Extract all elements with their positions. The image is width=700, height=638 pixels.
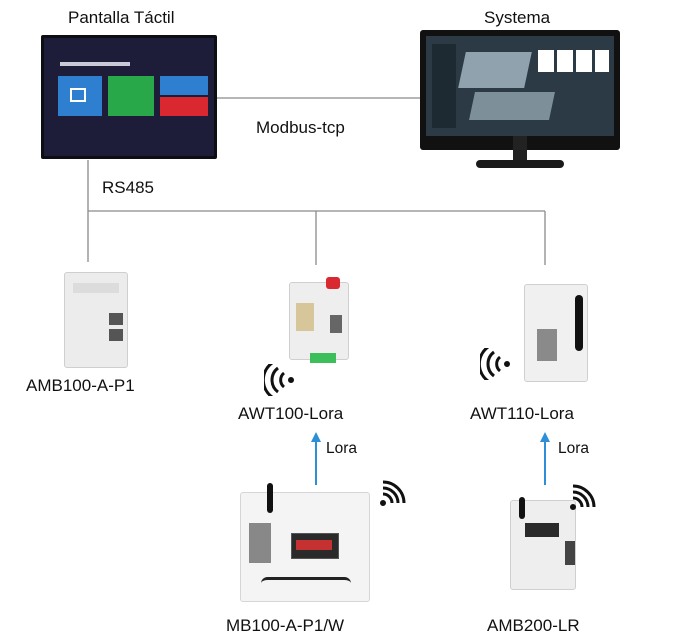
wifi-signal-icon [264, 364, 294, 396]
monitor-sidebar [432, 44, 456, 128]
awt100-device [289, 277, 349, 363]
display-panel [525, 523, 559, 537]
system-monitor [420, 30, 620, 168]
terminal-block [310, 353, 336, 363]
amb100-device [64, 272, 128, 368]
cable [261, 577, 351, 590]
lora-label-left: Lora [326, 440, 358, 457]
awt100-label: AWT100-Lora [238, 404, 344, 423]
monitor-graphic-2 [469, 92, 555, 120]
display-panel [291, 533, 339, 559]
awt110-label: AWT110-Lora [470, 404, 574, 423]
monitor-card-2 [557, 50, 573, 72]
antenna [267, 483, 273, 513]
monitor-card-3 [576, 50, 592, 72]
display-readout [296, 540, 332, 550]
lora-label-right: Lora [558, 440, 590, 457]
device-panel [537, 329, 557, 361]
antenna [575, 295, 583, 351]
monitor-card-1 [538, 50, 554, 72]
antenna-cap [326, 277, 340, 289]
side-module [249, 523, 271, 563]
screen-title-bar [60, 62, 130, 66]
din-clip [296, 303, 314, 331]
monitor-graphic [458, 52, 532, 88]
screen-tile-blue [58, 76, 102, 116]
wifi-signal-icon [380, 480, 406, 506]
amb200-label: AMB200-LR [487, 616, 580, 635]
mb100-label: MB100-A-P1/W [226, 616, 345, 635]
device-top-rail [73, 283, 119, 293]
modbus-label: Modbus-tcp [256, 118, 345, 137]
wifi-signal-icon [570, 484, 596, 510]
mb100-device [240, 483, 370, 602]
screen-icon [70, 88, 86, 102]
amb100-label: AMB100-A-P1 [26, 376, 135, 395]
monitor-base [476, 160, 564, 168]
device-port [109, 313, 123, 325]
system-label: Systema [484, 8, 551, 27]
lora-arrow-right-head [540, 432, 550, 442]
touchscreen-device [41, 35, 217, 159]
monitor-card-4 [595, 50, 609, 72]
device-port-2 [109, 329, 123, 341]
rs485-label: RS485 [102, 178, 154, 197]
device-port [330, 315, 342, 333]
amb200-device [510, 497, 576, 590]
antenna [519, 497, 525, 519]
screen-tile-red [160, 97, 208, 116]
monitor-stand [513, 136, 527, 162]
monitor-screen [426, 36, 614, 136]
touchscreen-label: Pantalla Táctil [68, 8, 175, 27]
awt110-device [524, 284, 588, 382]
side-connector [565, 541, 575, 565]
screen-tile-blue-small [160, 76, 208, 95]
screen-tile-green [108, 76, 154, 116]
lora-arrow-left-head [311, 432, 321, 442]
wifi-signal-icon [480, 348, 510, 380]
